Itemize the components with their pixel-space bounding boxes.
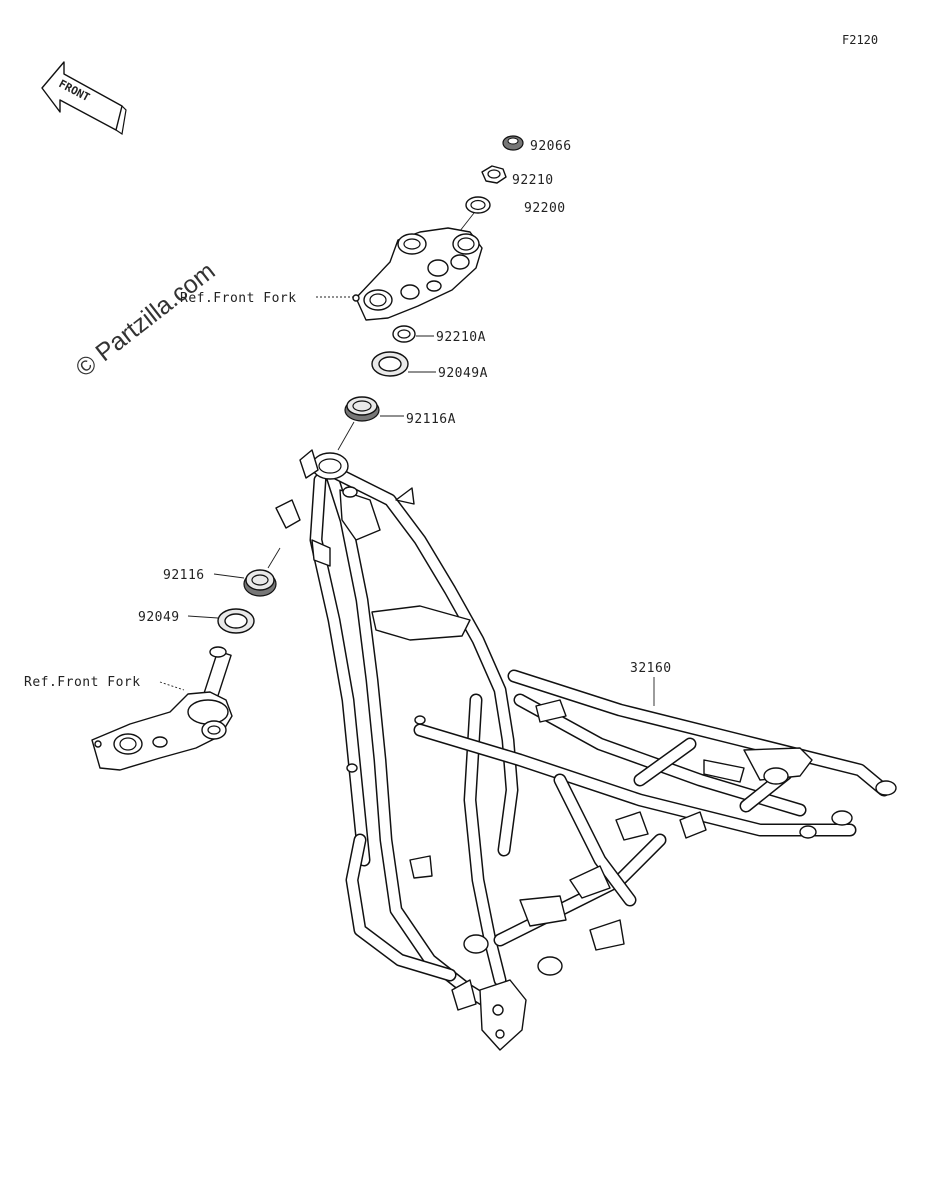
main-frame-icon (275, 449, 897, 1051)
part-92066-icon (502, 135, 524, 151)
label-ref-front-fork-upper: Ref.Front Fork (180, 291, 297, 306)
upper-triple-clamp-icon (352, 227, 483, 321)
part-92210-icon (481, 165, 507, 184)
label-92049: 92049 (138, 610, 180, 625)
label-32160: 32160 (630, 661, 672, 676)
steering-stem-lower-clamp-icon (91, 646, 233, 771)
part-92116-icon (243, 569, 277, 597)
label-92200: 92200 (524, 201, 566, 216)
part-92049A-icon (371, 351, 409, 377)
label-92066: 92066 (530, 139, 572, 154)
part-92116A-icon (344, 396, 380, 422)
label-92210A: 92210A (436, 330, 486, 345)
front-arrow-icon: FRONT (41, 61, 127, 136)
label-92049A: 92049A (438, 366, 488, 381)
part-92200-icon (465, 196, 491, 214)
watermark: © Partzilla.com (70, 257, 220, 383)
label-92116A: 92116A (406, 412, 456, 427)
label-92210: 92210 (512, 173, 554, 188)
part-92049-icon (217, 608, 255, 634)
label-92116: 92116 (163, 568, 205, 583)
label-ref-front-fork-lower: Ref.Front Fork (24, 675, 141, 690)
part-92210A-icon (392, 325, 416, 343)
diagram-code: F2120 (842, 33, 878, 47)
